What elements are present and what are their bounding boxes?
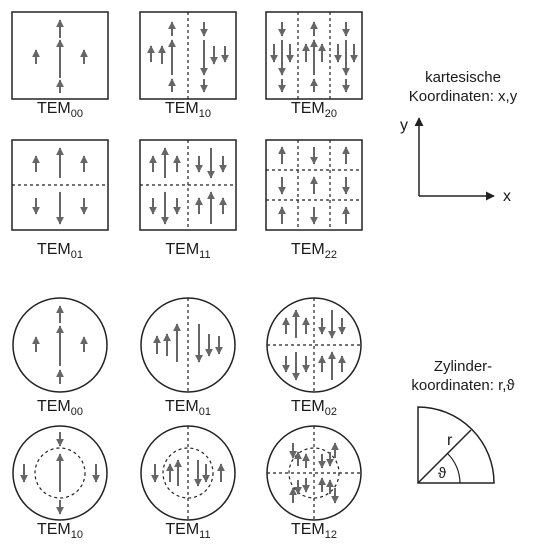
mode-label: TEM11 [165,241,210,261]
cartesian-title-line2: Koordinaten: x,y [409,88,518,105]
mode-label: TEM22 [291,241,337,261]
mode-cyl-tem11: TEM11 [140,425,236,541]
cartesian-modes: TEM00 TEM10 [11,11,363,261]
mode-frame [265,11,363,100]
y-axis-label: y [400,117,408,134]
nodal-ring [34,447,86,499]
mode-frame [12,425,108,521]
mode-cart-tem10: TEM10 [139,11,237,120]
mode-frame [12,297,108,393]
nodal-ring [162,447,214,499]
field-arrows [278,146,350,225]
mode-frame [11,11,109,100]
mode-cyl-tem01: TEM01 [140,297,236,418]
mode-cyl-tem12: TEM12 [266,425,362,541]
nodal-ring [288,447,340,499]
field-arrows [149,147,227,225]
mode-label: TEM00 [37,100,83,120]
field-arrows [153,323,223,363]
field-arrows [32,19,88,93]
cylindrical-title-line1: Zylinder- [434,358,492,375]
radius-line [417,429,472,484]
theta-label: ϑ [438,465,447,482]
mode-cart-tem20: TEM20 [265,11,363,120]
cartesian-legend: kartesische Koordinaten: x,y y x [400,69,518,205]
field-arrows [151,459,225,487]
mode-cyl-tem00: TEM00 [12,297,108,418]
x-axis-label: x [503,188,511,205]
mode-label: TEM02 [291,398,337,418]
mode-label: TEM00 [37,398,83,418]
cartesian-title-line1: kartesische [425,69,501,86]
mode-cyl-tem10: TEM10 [12,425,108,541]
mode-label: TEM10 [37,521,83,541]
cylindrical-title-line2: koordinaten: r,ϑ [411,377,515,394]
field-arrows [270,21,358,93]
field-arrows [289,442,339,504]
field-arrows [147,21,229,93]
field-arrows [32,305,88,384]
mode-cart-tem00: TEM00 [11,11,109,120]
mode-label: TEM01 [37,241,83,261]
mode-label: TEM12 [291,521,337,541]
mode-label: TEM11 [165,521,210,541]
mode-label: TEM10 [165,100,211,120]
field-arrows [32,147,88,225]
quarter-circle-sector [417,406,495,484]
mode-cyl-tem02: TEM02 [266,297,362,418]
radius-label: r [447,432,453,449]
mode-label: TEM20 [291,100,337,120]
cylindrical-modes: TEM00 TEM01 [12,297,362,541]
angle-arc [446,452,461,484]
cylindrical-legend: Zylinder- koordinaten: r,ϑ r ϑ [411,358,515,484]
field-arrows [282,309,346,381]
mode-cart-tem22: TEM22 [265,139,363,261]
mode-label: TEM01 [165,398,211,418]
field-arrows [20,432,100,515]
mode-frame [265,139,363,231]
mode-cart-tem11: TEM11 [139,139,237,261]
mode-cart-tem01: TEM01 [11,139,109,261]
